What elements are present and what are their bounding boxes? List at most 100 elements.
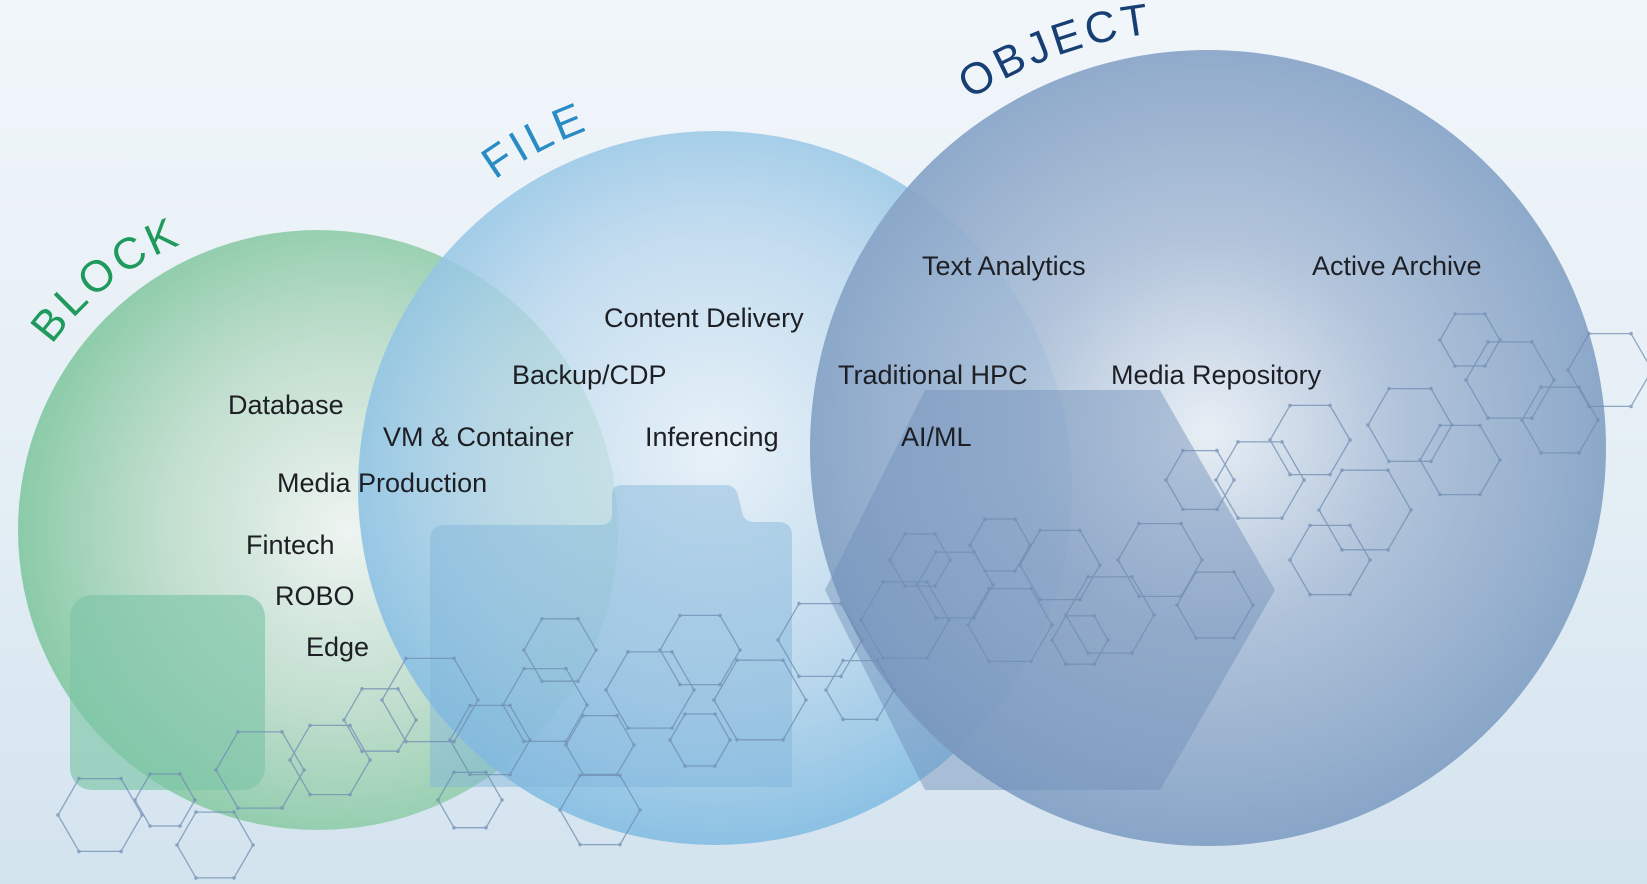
mesh-node <box>1348 438 1352 442</box>
mesh-node <box>564 743 568 747</box>
mesh-node <box>1302 478 1306 482</box>
mesh-node <box>540 617 544 621</box>
mesh-node <box>1418 458 1422 462</box>
mesh-node <box>888 558 892 562</box>
mesh-node <box>1086 575 1090 579</box>
mesh-node <box>1483 312 1487 316</box>
mesh-node <box>1629 331 1633 336</box>
mesh-node <box>1539 385 1543 389</box>
mesh-node <box>604 688 608 692</box>
mesh-node <box>1236 440 1240 444</box>
mesh-node <box>797 601 801 606</box>
mesh-node <box>839 601 843 606</box>
mesh-node <box>540 679 544 683</box>
label-traditional-hpc: Traditional HPC <box>838 360 1028 390</box>
mesh-node <box>360 749 364 753</box>
mesh-node <box>508 772 512 777</box>
mesh-node <box>1539 451 1543 455</box>
mesh-node <box>903 532 907 536</box>
mesh-node <box>576 617 580 621</box>
mesh-node <box>133 798 137 802</box>
mesh-node <box>308 723 312 728</box>
mesh-node <box>1478 423 1482 428</box>
mesh-node <box>148 824 152 828</box>
mesh-node <box>1386 468 1390 473</box>
mesh-node <box>414 718 418 722</box>
mesh-node <box>1438 492 1442 497</box>
mesh-node <box>1214 478 1218 482</box>
mesh-node <box>615 713 619 718</box>
mesh-node <box>934 616 938 620</box>
mesh-node <box>1328 403 1332 408</box>
label-robo: ROBO <box>275 581 355 611</box>
mesh-node <box>933 584 937 588</box>
mesh-node <box>618 773 622 778</box>
label-media-repository: Media Repository <box>1111 360 1322 390</box>
mesh-node <box>56 813 60 817</box>
mesh-node <box>396 749 400 753</box>
mesh-node <box>1236 516 1240 520</box>
mesh-node <box>925 656 929 660</box>
mesh-node <box>522 648 526 652</box>
mesh-node <box>1130 575 1134 579</box>
mesh-node <box>236 730 240 734</box>
mesh-node <box>404 656 408 661</box>
mesh-node <box>1453 312 1457 316</box>
mesh-node <box>1280 516 1284 520</box>
mesh-node <box>1308 592 1312 597</box>
mesh-node <box>859 618 863 622</box>
mesh-node <box>452 825 456 830</box>
mesh-node <box>1092 614 1096 618</box>
mesh-node <box>1152 613 1156 617</box>
mesh-node <box>1029 659 1033 664</box>
mesh-node <box>841 717 845 722</box>
mesh-node <box>77 776 81 781</box>
mesh-node <box>626 650 630 654</box>
mesh-node <box>668 738 672 742</box>
mesh-node <box>1137 521 1141 526</box>
mesh-node <box>280 730 284 734</box>
mesh-node <box>632 743 636 747</box>
mesh-node <box>781 738 785 742</box>
mesh-node <box>881 656 885 660</box>
mesh-node <box>670 726 674 730</box>
mesh-node <box>658 648 662 652</box>
mesh-node <box>1478 492 1482 497</box>
mesh-node <box>1340 548 1344 552</box>
mesh-node <box>925 580 929 584</box>
mesh-node <box>1215 448 1219 453</box>
mesh-node <box>1215 507 1219 512</box>
label-ai-ml: AI/ML <box>901 422 972 452</box>
object-circle <box>810 50 1606 846</box>
mesh-node <box>436 798 440 802</box>
mesh-node <box>683 712 687 716</box>
mesh-node <box>1200 558 1204 562</box>
mesh-node <box>348 723 352 728</box>
mesh-node <box>1530 416 1534 420</box>
mesh-node <box>670 650 674 654</box>
mesh-node <box>618 842 622 847</box>
mesh-node <box>1013 517 1017 521</box>
mesh-node <box>683 764 687 768</box>
label-media-production: Media Production <box>277 468 488 498</box>
mesh-node <box>1116 558 1120 562</box>
mesh-node <box>1232 570 1236 574</box>
mesh-node <box>735 658 739 662</box>
mesh-node <box>178 824 182 828</box>
mesh-node <box>1092 662 1096 666</box>
mesh-node <box>1181 507 1185 512</box>
mesh-node <box>1520 418 1524 422</box>
mesh-node <box>797 674 801 679</box>
mesh-node <box>1194 570 1198 574</box>
mesh-node <box>1251 603 1255 607</box>
mesh-node <box>824 688 828 692</box>
mesh-node <box>236 806 240 810</box>
mesh-node <box>968 543 972 547</box>
mesh-node <box>1498 338 1502 342</box>
mesh-node <box>841 658 845 663</box>
mesh-node <box>1438 338 1442 342</box>
mesh-node <box>875 658 879 663</box>
mesh-node <box>738 648 742 652</box>
mesh-node <box>1409 508 1413 512</box>
mesh-node <box>468 772 472 777</box>
